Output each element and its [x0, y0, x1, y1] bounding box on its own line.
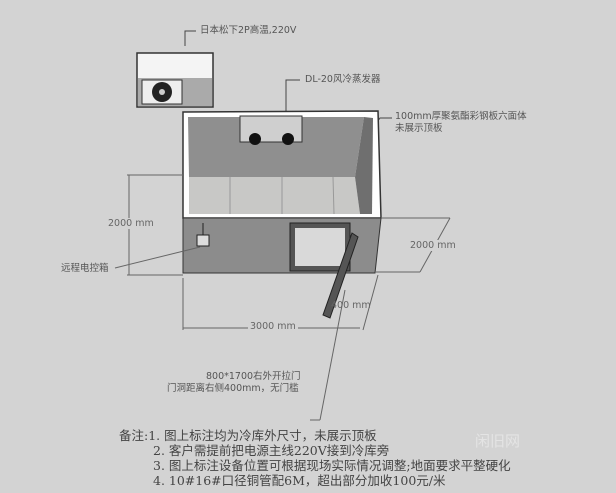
condenser-label: 日本松下2P高温,220V: [200, 25, 297, 36]
cold-room: [182, 110, 382, 319]
door-label-2: 门洞距离右侧400mm，无门槛: [167, 383, 299, 394]
door-offset-dimension: 400 mm: [331, 300, 371, 311]
panel-label-2: 未展示顶板: [395, 123, 443, 134]
evaporator-label: DL-20风冷蒸发器: [305, 74, 381, 85]
depth-dimension: 2000 mm: [408, 240, 458, 251]
note-item: 4. 10#16#口径铜管配6M，超出部分加收100元/米: [153, 473, 446, 488]
control-box-label: 远程电控箱: [61, 263, 109, 274]
width-dimension: 3000 mm: [248, 321, 298, 332]
note-item: 3. 图上标注设备位置可根据现场实际情况调整;地面要求平整硬化: [153, 458, 511, 473]
watermark: 闲旧网: [475, 432, 521, 450]
control-box: [196, 234, 210, 247]
note-item: 2. 客户需提前把电源主线220V接到冷库旁: [153, 443, 390, 458]
note-line: 备注:1. 图上标注均为冷库外尺寸，未展示顶板: [119, 428, 511, 443]
floor: [189, 177, 360, 214]
evaporator-fan-icon: [249, 133, 261, 145]
door-leaf: [322, 232, 359, 319]
evaporator: [239, 115, 303, 145]
notes-prefix: 备注:: [119, 428, 149, 443]
right-wall: [355, 117, 373, 214]
height-dimension: 2000 mm: [106, 218, 156, 229]
notes: 备注:1. 图上标注均为冷库外尺寸，未展示顶板 2. 客户需提前把电源主线220…: [119, 428, 511, 488]
door-opening: [295, 228, 345, 266]
door-label-1: 800*1700右外开拉门: [206, 371, 301, 382]
back-wall: [188, 117, 364, 177]
evaporator-fan-icon: [282, 133, 294, 145]
condensing-unit: [136, 52, 214, 108]
note-item: 1. 图上标注均为冷库外尺寸，未展示顶板: [148, 428, 377, 443]
panel-label-1: 100mm厚聚氨酯彩钢板六面体: [395, 111, 527, 122]
condenser-leader-line: [184, 30, 196, 46]
